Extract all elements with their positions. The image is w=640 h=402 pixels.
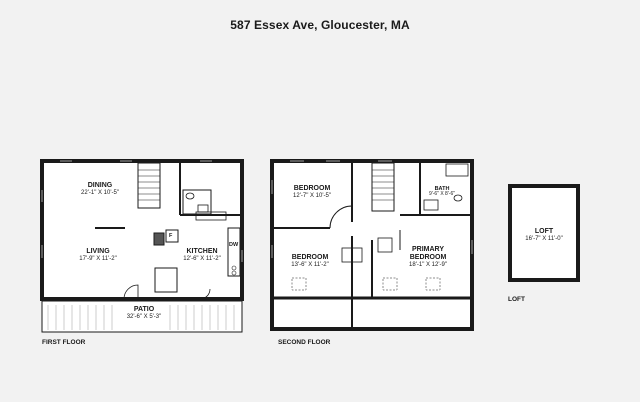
room-dimensions: 22'-1" X 10'-5" [81,190,119,197]
room-label-kitchen: KITCHEN 12'-6" X 11'-2" [174,248,230,263]
dishwasher-label: DW [229,242,239,248]
room-name: BEDROOM [291,254,329,261]
second-floor-walls [270,159,474,331]
room-label-patio: PATIO 32'-6" X 5'-3" [112,306,176,321]
room-label-bedroom-1: BEDROOM 12'-7" X 10'-5" [284,185,340,200]
room-dimensions: 9'-6" X 8'-6" [428,191,456,198]
room-name: LOFT [534,228,554,235]
room-dimensions: 18'-1" X 12'-9" [409,262,447,269]
room-dimensions: 32'-6" X 5'-3" [126,314,162,321]
room-dimensions: 13'-6" X 11'-2" [291,262,329,269]
room-name: PRIMARY BEDROOM [409,246,447,262]
loft-walls [508,184,580,282]
second-floor-caption: SECOND FLOOR [278,339,331,346]
page-title: 587 Essex Ave, Gloucester, MA [230,18,410,32]
room-name: DINING [87,182,113,189]
loft-caption: LOFT [508,296,525,303]
first-floor-walls [40,159,244,333]
room-name: BATH [434,186,450,192]
room-dimensions: 17'-9" X 11'-2" [79,256,117,263]
room-name: LIVING [86,248,110,255]
room-dimensions: 16'-7" X 11'-0" [525,236,563,243]
room-name: PATIO [133,306,155,313]
room-name: BEDROOM [293,185,331,192]
first-floor-caption: FIRST FLOOR [42,339,86,346]
room-label-bath: BATH 9'-6" X 8'-6" [422,186,462,198]
room-dimensions: 12'-7" X 10'-5" [293,193,331,200]
room-label-dining: DINING 22'-1" X 10'-5" [70,182,130,197]
room-label-bedroom-2: BEDROOM 13'-6" X 11'-2" [282,254,338,269]
room-label-primary-bedroom: PRIMARY BEDROOM 18'-1" X 12'-9" [400,246,456,269]
room-name: KITCHEN [186,248,218,255]
fridge-label: F [169,233,173,239]
room-label-living: LIVING 17'-9" X 11'-2" [70,248,126,263]
room-dimensions: 12'-6" X 11'-2" [183,256,221,263]
room-label-loft: LOFT 16'-7" X 11'-0" [512,228,576,243]
